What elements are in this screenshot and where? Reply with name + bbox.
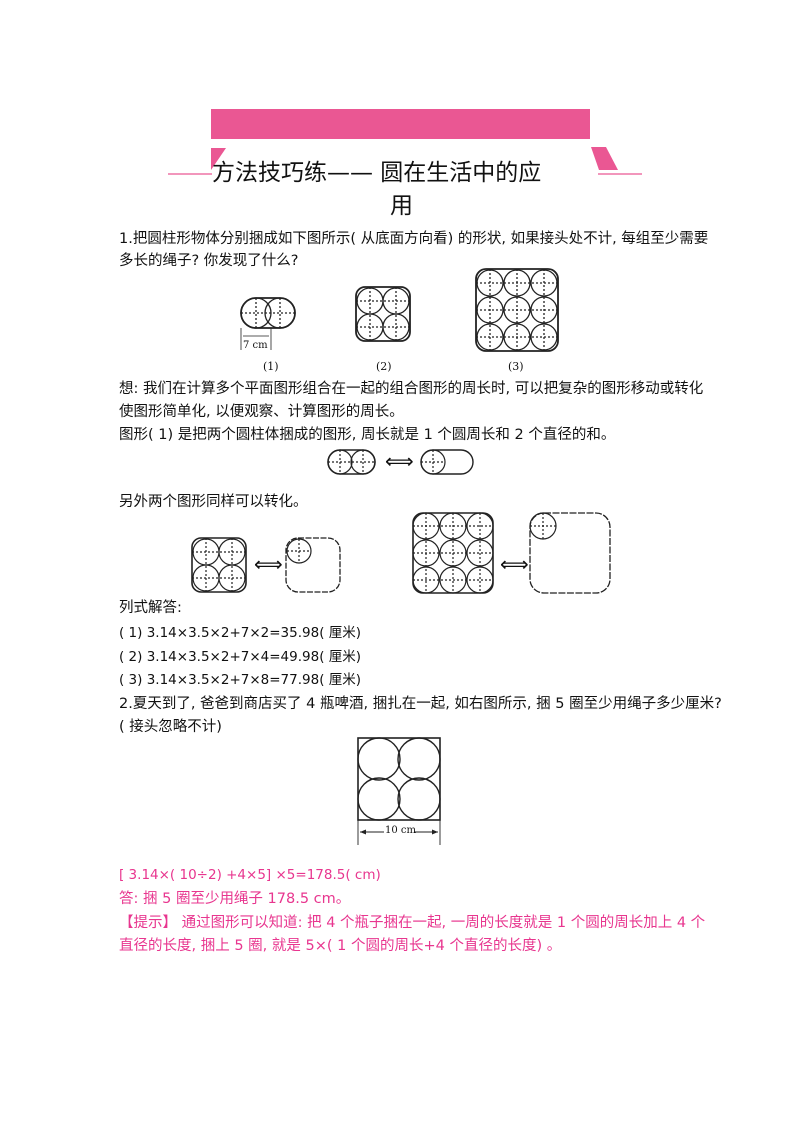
q1-text-line2: 多长的绳子? 你发现了什么? (119, 253, 299, 269)
solution-heading: 列式解答: (119, 600, 182, 616)
think-line4: 另外两个图形同样可以转化。 (119, 494, 308, 510)
think-line1: 想: 我们在计算多个平面图形组合在一起的组合图形的周长时, 可以把复杂的图形移动… (119, 381, 704, 397)
double-arrow-icon: ⟺ (500, 552, 529, 576)
fig1-dimension-label: 7 cm (243, 340, 268, 351)
banner-bar (211, 109, 590, 139)
solution-eq1: ( 1) 3.14×3.5×2+7×2=35.98( 厘米) (119, 625, 362, 641)
q1-text-line1: 1.把圆柱形物体分别捆成如下图所示( 从底面方向看) 的形状, 如果接头处不计,… (119, 231, 709, 247)
q2-text-line1: 2.夏天到了, 爸爸到商店买了 4 瓶啤酒, 捆扎在一起, 如右图所示, 捆 5… (119, 696, 722, 712)
hint-line2: 直径的长度, 捆上 5 圈, 就是 5×( 1 个圆的周长+4 个直径的长度) … (119, 938, 562, 954)
transform-fig3-after (529, 512, 611, 594)
transform-fig3-before (412, 512, 494, 594)
q2-bottles-figure (357, 737, 441, 845)
page-title-continued: 用 (390, 193, 413, 219)
transform-fig2-after (285, 537, 341, 593)
page-title: 方法技巧练—— 圆在生活中的应 (212, 160, 542, 186)
banner-graphic (168, 109, 642, 175)
banner-left-tab (211, 148, 226, 170)
transform-fig1-after (420, 449, 474, 475)
answer-result: 答: 捆 5 圈至少用绳子 178.5 cm。 (119, 891, 351, 907)
solution-eq3: ( 3) 3.14×3.5×2+7×8=77.98( 厘米) (119, 672, 362, 688)
think-line2: 使图形简单化, 以便观察、计算图形的周长。 (119, 404, 404, 420)
hint-line1: 【提示】 通过图形可以知道: 把 4 个瓶子捆在一起, 一周的长度就是 1 个圆… (119, 915, 706, 931)
transform-fig1-before (327, 449, 376, 475)
solution-eq2: ( 2) 3.14×3.5×2+7×4=49.98( 厘米) (119, 649, 362, 665)
fig3-caption: (3) (508, 360, 524, 373)
double-arrow-icon: ⟺ (385, 449, 414, 473)
fig1-caption: (1) (263, 360, 279, 373)
transform-figures (191, 449, 611, 594)
transform-fig2-before (191, 537, 247, 593)
banner-right-tab (591, 147, 618, 170)
think-line3: 图形( 1) 是把两个圆柱体捆成的图形, 周长就是 1 个圆周长和 2 个直径的… (119, 427, 616, 443)
double-arrow-icon: ⟺ (254, 552, 283, 576)
figure-3-nine-circles (475, 268, 559, 352)
figure-1-two-circles (240, 297, 296, 350)
answer-formula: [ 3.14×( 10÷2) +4×5] ×5=178.5( cm) (119, 867, 381, 883)
q2-dimension-label: 10 cm (385, 825, 416, 836)
q2-text-line2: ( 接头忽略不计) (119, 719, 222, 735)
q1-figures (240, 268, 559, 352)
figure-2-four-circles (355, 286, 411, 342)
fig2-caption: (2) (376, 360, 392, 373)
